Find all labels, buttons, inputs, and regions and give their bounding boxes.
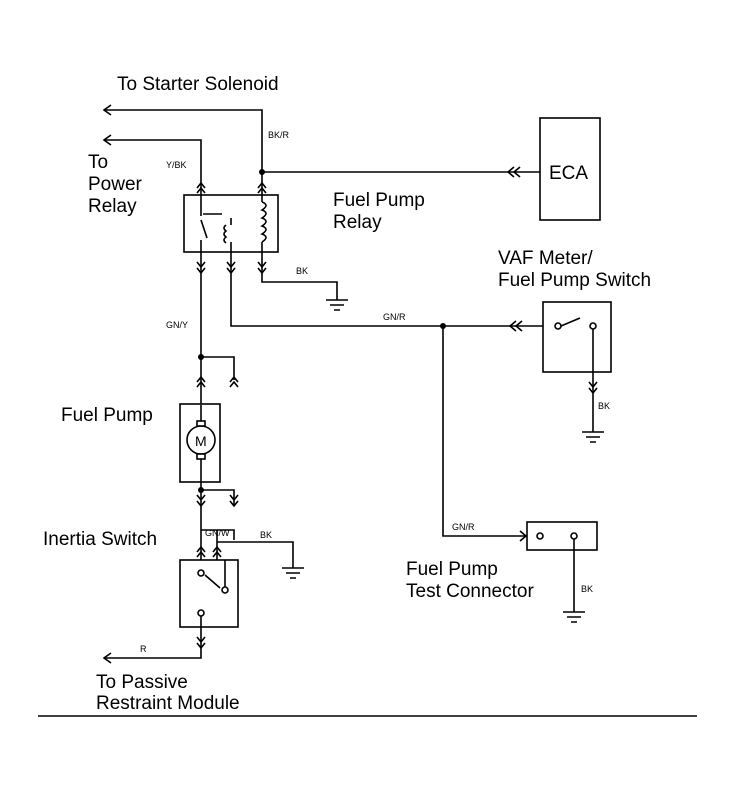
- motor-brush: [196, 420, 206, 427]
- wire-label-bk-vaf: BK: [598, 401, 610, 411]
- connector-chevrons: [196, 181, 598, 650]
- power-relay-label-2: Power: [88, 174, 143, 195]
- wire-label-gn-y: GN/Y: [166, 320, 188, 330]
- fuel-pump-relay-label-1: Fuel Pump: [333, 190, 425, 211]
- ground-symbol-test: [563, 611, 585, 623]
- wire-label-gn-w: GN/W: [205, 528, 230, 538]
- eca-label: ECA: [549, 163, 588, 184]
- power-relay-label-1: To: [88, 152, 108, 173]
- test-connector-label-2: Test Connector: [406, 581, 534, 602]
- passive-restraint-label-2: Restraint Module: [96, 693, 240, 714]
- arrow-test: [519, 530, 528, 542]
- inertia-contact: [197, 569, 205, 577]
- test-contact: [536, 532, 544, 540]
- test-connector-box: [526, 521, 598, 551]
- wire-gn-r: [230, 252, 543, 327]
- test-connector: [526, 521, 598, 551]
- vaf-switch: [542, 301, 612, 373]
- wire-label-gn-r-top: GN/R: [383, 312, 406, 322]
- vaf-switch-arm: [560, 317, 581, 327]
- vaf-label-2: Fuel Pump Switch: [498, 270, 651, 291]
- arrow-gn-r: [508, 320, 523, 332]
- ground-symbol-vaf: [582, 431, 604, 443]
- relay-coil-small: [223, 218, 232, 252]
- wire-inertia-ground: [217, 541, 294, 568]
- ground-symbol-relay: [326, 299, 348, 311]
- junction-dot: [198, 487, 204, 493]
- connector-chevron: [196, 261, 206, 275]
- wire-label-bk-test: BK: [581, 584, 593, 594]
- wire-r: [104, 627, 202, 659]
- relay-coil: [260, 195, 267, 252]
- wire-pump-out-loop: [201, 489, 235, 506]
- inertia-switch-label: Inertia Switch: [43, 529, 157, 550]
- vaf-label-1: VAF Meter/: [498, 248, 593, 269]
- junction-dot: [440, 323, 446, 329]
- motor-brush: [196, 453, 206, 460]
- eca-box: [539, 117, 601, 221]
- inertia-switch: [179, 559, 239, 628]
- wire-gn-y: [200, 252, 235, 380]
- wire-starter: [104, 109, 263, 172]
- arrow-power-relay: [102, 134, 112, 146]
- test-connector-label-1: Fuel Pump: [406, 559, 498, 580]
- inertia-arm: [204, 574, 221, 589]
- wire-label-bk-r: BK/R: [268, 130, 290, 140]
- wire-power-relay: [104, 139, 202, 195]
- starter-label: To Starter Solenoid: [117, 74, 279, 95]
- arrow-r: [102, 652, 112, 664]
- connector-chevron: [229, 375, 239, 388]
- relay-switch-contact: [200, 195, 208, 252]
- wire-label-bk-inertia: BK: [260, 530, 272, 540]
- fuel-pump-relay-label-2: Relay: [333, 212, 382, 233]
- connector-chevron: [257, 261, 267, 275]
- ground-symbol-inertia: [282, 567, 304, 579]
- arrow-eca: [506, 166, 521, 178]
- fuel-pump-relay: [183, 194, 279, 253]
- junctions: [198, 169, 446, 493]
- fuel-pump-label: Fuel Pump: [61, 405, 153, 426]
- junction-dot: [198, 354, 204, 360]
- connector-chevron: [212, 545, 222, 558]
- connector-chevron: [588, 381, 598, 395]
- wire-label-y-bk: Y/BK: [166, 160, 187, 170]
- wire-test-branch: [442, 326, 527, 537]
- wire-gn-w: [201, 529, 235, 540]
- wire-label-r: R: [140, 644, 147, 654]
- wire-relay-ground: [261, 252, 338, 300]
- fuel-pump: M: [179, 403, 221, 483]
- connector-chevron: [226, 261, 236, 275]
- vaf-box: [542, 301, 612, 373]
- connector-chevron: [257, 181, 267, 194]
- passive-restraint-label-1: To Passive: [96, 672, 188, 693]
- arrow-starter: [102, 104, 112, 116]
- connector-chevron: [196, 545, 206, 558]
- connector-chevron: [196, 494, 206, 508]
- motor-label: M: [195, 433, 207, 449]
- connector-chevron: [196, 375, 206, 388]
- power-relay-label-3: Relay: [88, 196, 137, 217]
- connector-chevron: [196, 181, 206, 194]
- connector-chevron: [196, 636, 206, 650]
- inertia-box: [179, 559, 239, 628]
- wire-label-gn-r-bottom: GN/R: [452, 522, 475, 532]
- connector-chevron: [229, 494, 239, 508]
- junction-dot: [259, 169, 265, 175]
- inertia-internal: [200, 560, 226, 627]
- wires: [38, 104, 697, 717]
- wire-label-bk-relay: BK: [296, 266, 308, 276]
